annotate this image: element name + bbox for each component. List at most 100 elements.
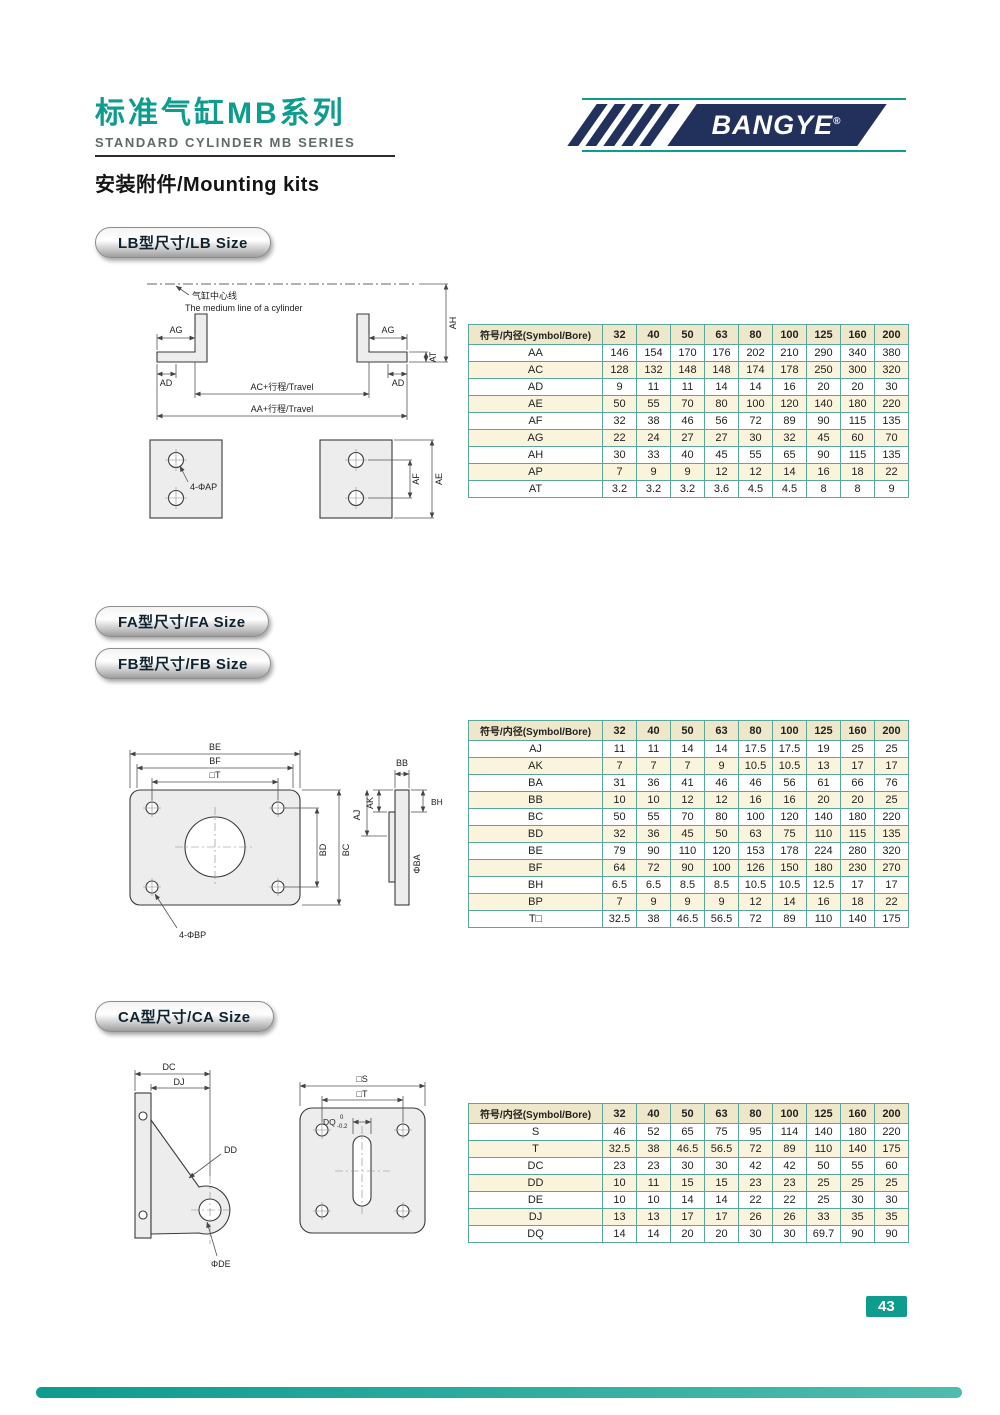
symbol-cell: DJ bbox=[468, 1208, 603, 1226]
fa-hole-label: 4-ΦBP bbox=[179, 930, 206, 940]
value-cell: 148 bbox=[704, 361, 739, 379]
bore-column-header: 160 bbox=[840, 720, 875, 741]
symbol-cell: BB bbox=[468, 791, 603, 809]
value-cell: 9 bbox=[704, 757, 739, 775]
value-cell: 25 bbox=[806, 1191, 841, 1209]
value-cell: 75 bbox=[772, 825, 807, 843]
bore-column-header: 32 bbox=[602, 324, 637, 345]
value-cell: 30 bbox=[738, 429, 773, 447]
value-cell: 33 bbox=[636, 446, 671, 464]
symbol-cell: DC bbox=[468, 1157, 603, 1175]
value-cell: 10 bbox=[602, 1191, 637, 1209]
value-cell: 12 bbox=[738, 893, 773, 911]
value-cell: 80 bbox=[704, 395, 739, 413]
value-cell: 75 bbox=[704, 1123, 739, 1141]
value-cell: 40 bbox=[670, 446, 705, 464]
fb-side-dims bbox=[361, 770, 427, 837]
value-cell: 45 bbox=[704, 446, 739, 464]
value-cell: 202 bbox=[738, 344, 773, 362]
value-cell: 24 bbox=[636, 429, 671, 447]
value-cell: 10.5 bbox=[772, 876, 807, 894]
bore-column-header: 80 bbox=[738, 720, 773, 741]
fa-size-label: FA型尺寸/FA Size bbox=[95, 606, 269, 637]
value-cell: 17 bbox=[874, 757, 909, 775]
value-cell: 50 bbox=[602, 395, 637, 413]
value-cell: 30 bbox=[874, 378, 909, 396]
bore-column-header: 125 bbox=[806, 324, 841, 345]
footer-bar bbox=[36, 1387, 962, 1398]
fa-dim-bd: BD bbox=[318, 843, 328, 856]
value-cell: 100 bbox=[704, 859, 739, 877]
value-cell: 14 bbox=[670, 740, 705, 758]
value-cell: 17 bbox=[704, 1208, 739, 1226]
value-cell: 46 bbox=[704, 774, 739, 792]
ca-dim-dd: DD bbox=[224, 1145, 237, 1155]
symbol-cell: S bbox=[468, 1123, 603, 1141]
value-cell: 14 bbox=[602, 1225, 637, 1243]
brand-logo-area: BANGYE® bbox=[567, 98, 906, 152]
value-cell: 18 bbox=[840, 463, 875, 481]
symbol-bore-header: 符号/内径(Symbol/Bore) bbox=[468, 1103, 603, 1124]
value-cell: 180 bbox=[840, 395, 875, 413]
value-cell: 9 bbox=[602, 378, 637, 396]
value-cell: 14 bbox=[670, 1191, 705, 1209]
value-cell: 8.5 bbox=[704, 876, 739, 894]
value-cell: 32 bbox=[602, 412, 637, 430]
value-cell: 90 bbox=[636, 842, 671, 860]
value-cell: 46.5 bbox=[670, 1140, 705, 1158]
value-cell: 20 bbox=[840, 378, 875, 396]
value-cell: 79 bbox=[602, 842, 637, 860]
ca-dq-tolerance-top: 0 bbox=[340, 1115, 344, 1121]
ca-plate-view bbox=[299, 1107, 426, 1234]
value-cell: 50 bbox=[704, 825, 739, 843]
value-cell: 20 bbox=[806, 791, 841, 809]
lb-drawing: 气缸中心线 The medium line of a cylinder AG A… bbox=[147, 283, 458, 519]
value-cell: 15 bbox=[670, 1174, 705, 1192]
value-cell: 100 bbox=[738, 395, 773, 413]
value-cell: 26 bbox=[772, 1208, 807, 1226]
ca-dim-dj: DJ bbox=[174, 1077, 185, 1087]
value-cell: 25 bbox=[840, 1174, 875, 1192]
lb-plate-views bbox=[149, 439, 393, 519]
value-cell: 46 bbox=[738, 774, 773, 792]
value-cell: 89 bbox=[772, 1140, 807, 1158]
value-cell: 7 bbox=[670, 757, 705, 775]
fa-crosshairs bbox=[143, 799, 287, 896]
value-cell: 35 bbox=[874, 1208, 909, 1226]
lb-centerline-leader bbox=[175, 285, 190, 296]
value-cell: 65 bbox=[772, 446, 807, 464]
bore-column-header: 40 bbox=[636, 324, 671, 345]
value-cell: 280 bbox=[840, 842, 875, 860]
value-cell: 4.5 bbox=[772, 480, 807, 498]
symbol-cell: AF bbox=[468, 412, 603, 430]
value-cell: 140 bbox=[840, 1140, 875, 1158]
value-cell: 3.6 bbox=[704, 480, 739, 498]
value-cell: 20 bbox=[806, 378, 841, 396]
value-cell: 270 bbox=[874, 859, 909, 877]
value-cell: 9 bbox=[874, 480, 909, 498]
value-cell: 25 bbox=[874, 740, 909, 758]
value-cell: 90 bbox=[806, 412, 841, 430]
value-cell: 89 bbox=[772, 910, 807, 928]
symbol-cell: DQ bbox=[468, 1225, 603, 1243]
value-cell: 170 bbox=[670, 344, 705, 362]
fa-dim-bc: BC bbox=[341, 843, 351, 856]
value-cell: 210 bbox=[772, 344, 807, 362]
symbol-cell: AP bbox=[468, 463, 603, 481]
symbol-bore-header: 符号/内径(Symbol/Bore) bbox=[468, 720, 603, 741]
value-cell: 120 bbox=[704, 842, 739, 860]
value-cell: 174 bbox=[738, 361, 773, 379]
value-cell: 110 bbox=[806, 1140, 841, 1158]
value-cell: 10 bbox=[636, 791, 671, 809]
value-cell: 42 bbox=[772, 1157, 807, 1175]
bore-column-header: 200 bbox=[874, 720, 909, 741]
value-cell: 23 bbox=[602, 1157, 637, 1175]
